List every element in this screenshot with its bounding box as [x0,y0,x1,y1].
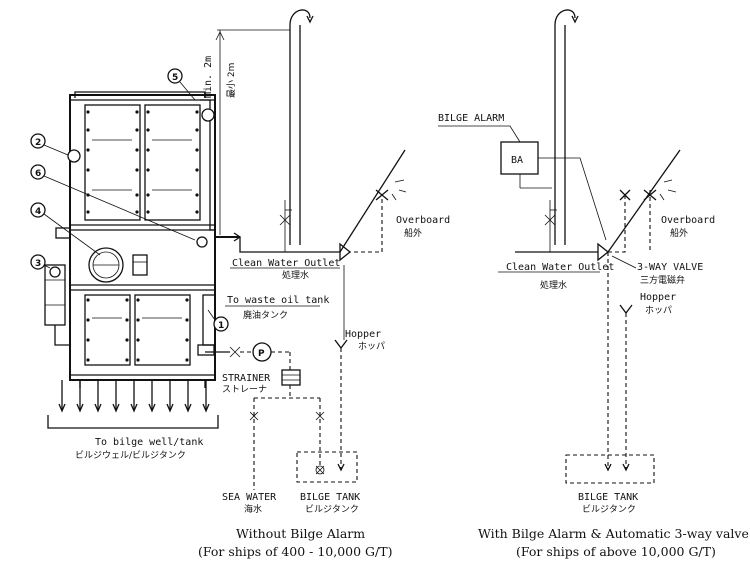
strainer-label: STRAINER [222,373,271,384]
clean-water-jp-left-label: 処理水 [282,269,309,281]
callout-markers [30,68,229,332]
sea-water-jp-label: 海水 [244,503,262,515]
bilge-tank-right [565,454,655,484]
clean-water-jp-right-label: 処理水 [540,279,567,291]
min-height-label: Min. 2m [203,56,214,98]
waste-oil-label: To waste oil tank [227,295,329,306]
hopper-left [334,265,348,472]
bilge-tank-jp-left-label: ビルジタンク [305,504,359,515]
drain-arrows [47,380,219,429]
bilge-tank-left-label: BILGE TANK [300,492,360,503]
hopper-jp-right-label: ホッパ [645,305,672,316]
overboard-left-label: Overboard [396,215,450,226]
ba-label: BA [511,155,523,166]
vent-pipe-left [215,9,314,245]
clean-water-line-left [239,149,407,262]
clean-water-outlet-left-label: Clean Water Outlet [232,258,340,269]
overboard-right-label: Overboard [661,215,715,226]
overboard-jp-left-label: 船外 [404,227,422,239]
right-caption-title: With Bilge Alarm & Automatic 3-way valve [478,526,749,541]
callout-2: 2 [35,138,41,148]
bilge-tank-right-label: BILGE TANK [578,492,638,503]
callout-5: 5 [172,73,178,83]
bilge-tank-left [296,451,358,483]
min-height-jp-label: 最小 2m [226,63,237,98]
callout-1: 1 [218,321,224,331]
overboard-jp-right-label: 船外 [670,227,688,239]
waste-oil-jp-label: 廃油タンク [243,309,288,321]
callout-6: 6 [35,169,41,179]
bilge-tank-jp-right-label: ビルジタンク [582,504,636,515]
three-way-valve-jp-label: 三方電磁弁 [640,274,685,286]
clean-water-outlet-right-label: Clean Water Outlet [506,262,614,273]
pump-label: P [258,349,265,359]
to-bilge-well-jp-label: ビルジウェル/ビルジタンク [75,450,186,461]
vent-pipe-right [554,9,579,245]
to-bilge-well-label: To bilge well/tank [95,437,203,448]
callout-3: 3 [35,259,41,269]
sea-water-label: SEA WATER [222,492,277,503]
left-caption-title: Without Bilge Alarm [236,526,365,541]
right-caption-subtitle: (For ships of above 10,000 G/T) [516,544,716,559]
clean-water-line-right [515,149,681,472]
separator-unit [44,91,242,388]
hopper-jp-left-label: ホッパ [358,341,385,352]
bilge-alarm-label: BILGE ALARM [438,113,504,124]
hopper-left-label: Hopper [345,329,381,340]
strainer-jp-label: ストレーナ [222,384,267,395]
bilge-alarm-unit [438,125,607,241]
hopper-right [619,304,633,472]
hopper-right-label: Hopper [640,292,676,303]
three-way-valve-label: 3-WAY VALVE [637,262,703,273]
callout-4: 4 [35,207,41,217]
left-caption-subtitle: (For ships of 400 - 10,000 G/T) [198,544,392,559]
pump-strainer-line [205,342,325,490]
